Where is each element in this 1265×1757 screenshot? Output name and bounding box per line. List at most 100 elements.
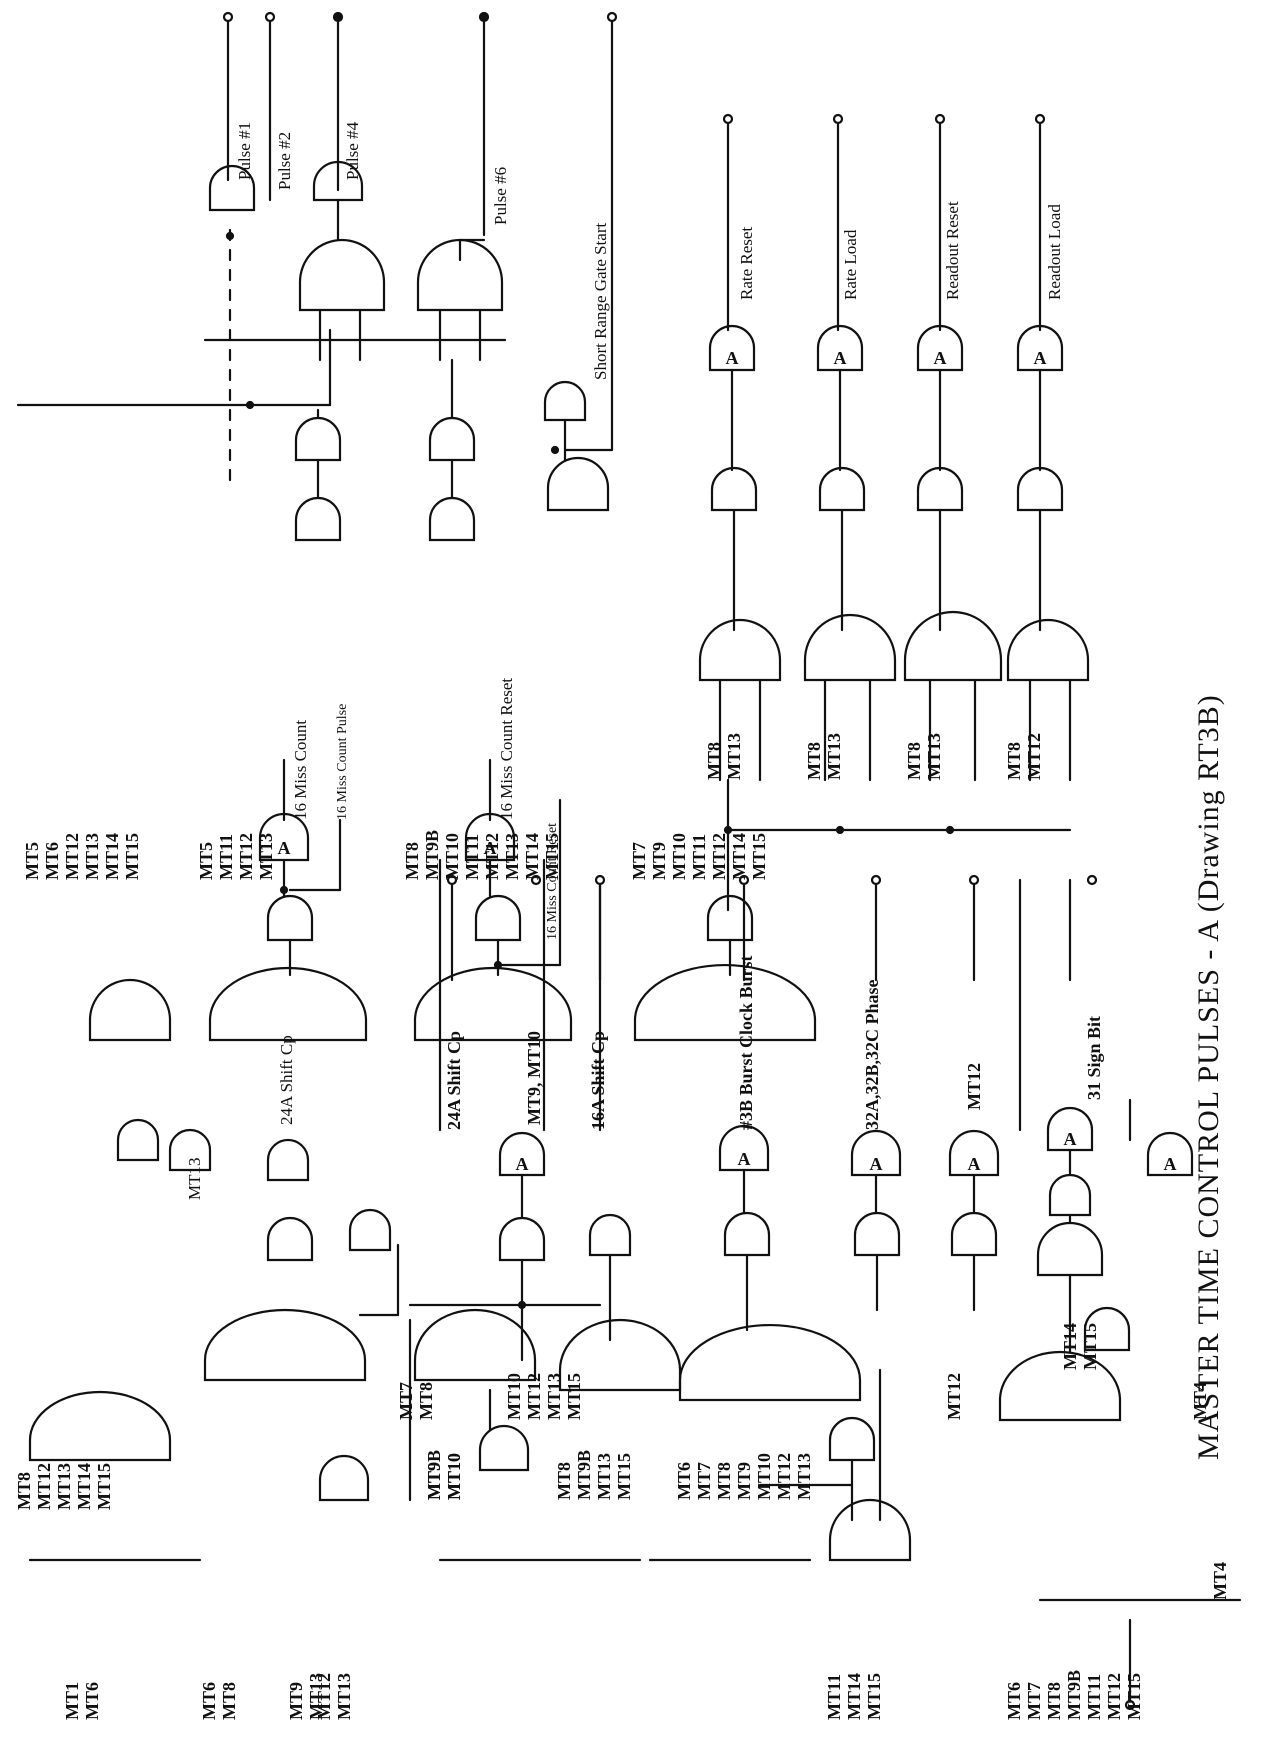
input-signal-label: MT12: [62, 833, 82, 880]
or-gate-miss-count: [258, 812, 310, 862]
or-gate-readout-reset: [916, 324, 964, 372]
gate: [474, 894, 522, 942]
terminal: [934, 113, 946, 125]
input-signal-label: MT12: [236, 833, 256, 880]
output-label: Pulse #1: [235, 122, 254, 180]
or-gate-readout-load: [1016, 324, 1064, 372]
terminal: [478, 11, 490, 23]
input-signal-label: MT13: [794, 1453, 814, 1500]
and-gate-a: [1146, 1131, 1194, 1177]
terminal: [722, 113, 734, 125]
input-signal-label: MT15: [1124, 1673, 1144, 1720]
input-signal-label: MT12: [709, 833, 729, 880]
input-signal-label: MT11: [216, 834, 236, 880]
input-signal-label: MT15: [542, 833, 562, 880]
junction: [550, 445, 560, 455]
gate-mark: A: [968, 1154, 981, 1174]
gate-mark: A: [1164, 1154, 1177, 1174]
output-label: MT9, MT10: [524, 1031, 544, 1125]
gate: [706, 894, 754, 942]
output-label: Rate Reset: [737, 227, 756, 300]
terminal: [264, 11, 276, 23]
gate: [710, 466, 758, 512]
terminal: [832, 113, 844, 125]
output-label: 16 Miss Count: [291, 720, 310, 820]
output-label: Pulse #2: [275, 132, 294, 190]
input-signal-label: MT15: [94, 1463, 114, 1510]
input-signal-label: MT8: [402, 842, 422, 880]
input-signal-label: MT13: [306, 1673, 326, 1720]
terminal: [594, 874, 606, 886]
gate: [348, 1208, 392, 1252]
and-gate-wide: [28, 1390, 172, 1462]
input-signal-label: MT12: [314, 1673, 334, 1720]
gate-mark: A: [1064, 1129, 1077, 1149]
output-label: 24A Shift Cp: [277, 1035, 296, 1125]
terminal: [738, 874, 750, 886]
output-label: MT12: [964, 1063, 984, 1110]
input-signal-label: MT13: [502, 833, 522, 880]
input-signal-label: MT8: [1044, 1682, 1064, 1720]
input-signal-label: MT15: [749, 833, 769, 880]
terminal: [1086, 874, 1098, 886]
gate-mark: A: [870, 1154, 883, 1174]
output-label: 16 Miss Count Reset: [545, 823, 560, 940]
gate: [1036, 1221, 1104, 1277]
junction: [835, 825, 845, 835]
gate: [818, 466, 866, 512]
gate: [478, 1424, 530, 1472]
output-label: 32A,32B,32C Phase: [862, 979, 882, 1130]
gate: [698, 618, 782, 682]
input-signal-label: MT14: [74, 1463, 94, 1510]
input-signal-label: MT1: [62, 1682, 82, 1720]
input-signal-label: MT8: [554, 1462, 574, 1500]
input-signal-label: MT8: [416, 1382, 436, 1420]
input-signal-label: MT14: [102, 833, 122, 880]
output-label: 16 Miss Count Pulse: [335, 704, 350, 820]
gate-mark: A: [1034, 348, 1047, 368]
output-label: 16A Shift Cp: [588, 1031, 608, 1130]
gate: [318, 1454, 370, 1502]
or-gate-rate-reset: [708, 324, 756, 372]
output-label: Readout Load: [1045, 204, 1064, 300]
input-signal-label: MT12: [1024, 733, 1044, 780]
gate: [266, 1138, 310, 1182]
input-signal-label: MT9B: [424, 1450, 444, 1500]
input-signal-label: MT7: [629, 842, 649, 880]
input-signal-label: MT11: [1084, 1674, 1104, 1720]
junction: [245, 400, 255, 410]
input-signal-label: MT14: [1060, 1323, 1080, 1370]
junction: [225, 231, 235, 241]
input-signal-label: MT13: [544, 1373, 564, 1420]
gate: [1083, 1306, 1131, 1352]
gate-mark: A: [278, 838, 291, 858]
input-signal-label: MT10: [442, 833, 462, 880]
output-label: 24A Shift Cp: [444, 1031, 464, 1130]
input-signal-label: MT13: [256, 833, 276, 880]
input-signal-label: MT12: [482, 833, 502, 880]
input-signal-label: MT10: [444, 1453, 464, 1500]
input-signal-label: MT5: [196, 842, 216, 880]
input-signal-label: MT13: [594, 1453, 614, 1500]
gate: [294, 496, 342, 542]
input-signal-label: MT6: [82, 1682, 102, 1720]
gate-mark: A: [516, 1154, 529, 1174]
gate: [428, 416, 476, 462]
input-signal-label: MT9B: [422, 830, 442, 880]
input-signal-label: MT9B: [1064, 1670, 1084, 1720]
and-gate-wide: [678, 1323, 862, 1402]
terminal: [530, 874, 542, 886]
gate: [266, 1216, 314, 1262]
and-gate-a: [850, 1129, 902, 1177]
input-signal-label: MT9: [424, 1462, 444, 1500]
and-gate-wide: [208, 966, 368, 1042]
terminal: [332, 11, 344, 23]
gate: [543, 380, 587, 422]
gate: [1048, 1173, 1092, 1217]
input-signal-label: MT9B: [574, 1450, 594, 1500]
and-gate-wide: [998, 1350, 1122, 1422]
and-gate-wide: [558, 1318, 682, 1392]
gate: [498, 1216, 546, 1262]
gate: [903, 610, 1003, 682]
